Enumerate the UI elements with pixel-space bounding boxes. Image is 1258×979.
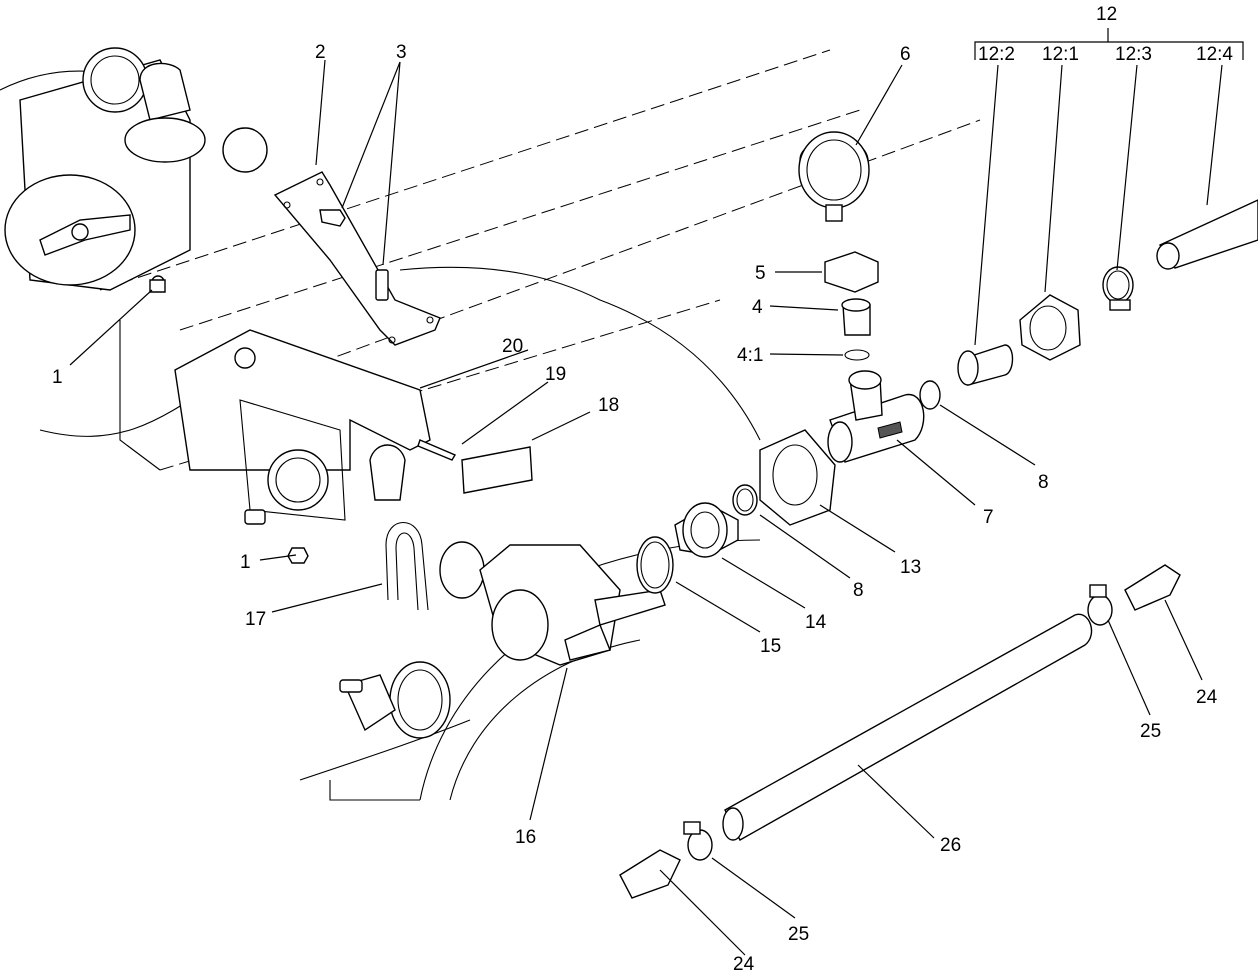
callout-12: 12 [1096, 4, 1117, 25]
callout-4: 4 [752, 297, 763, 318]
callout-2: 2 [315, 42, 326, 63]
callout-labels: 1 1 2 3 4 4:1 5 6 7 8 8 12 12:2 12:1 12:… [52, 4, 1233, 975]
callout-25a: 25 [1140, 721, 1161, 742]
callout-1b: 1 [240, 552, 251, 573]
pump-assembly [4, 47, 268, 471]
callout-8a: 8 [1038, 472, 1049, 493]
callout-19: 19 [545, 364, 566, 385]
fitting-stack [636, 429, 836, 594]
callout-12-4: 12:4 [1196, 44, 1233, 65]
callout-6: 6 [900, 44, 911, 65]
hose-connector-kit [957, 199, 1258, 386]
callout-7: 7 [983, 507, 994, 528]
callout-8b: 8 [853, 580, 864, 601]
callout-1a: 1 [52, 367, 63, 388]
suction-hose [619, 564, 1181, 899]
callout-24a: 24 [1196, 687, 1218, 708]
mounting-bracket [273, 171, 441, 346]
leader-lines [69, 28, 1244, 956]
callout-12-1: 12:1 [1042, 44, 1079, 65]
callout-12-2: 12:2 [978, 44, 1015, 65]
callout-26: 26 [940, 835, 961, 856]
valve-bracket [149, 279, 457, 564]
decal [461, 446, 533, 494]
callout-18: 18 [598, 395, 619, 416]
callout-3: 3 [396, 42, 407, 63]
tee-fitting [798, 131, 941, 463]
callout-12-3: 12:3 [1115, 44, 1152, 65]
callout-14: 14 [805, 612, 827, 633]
callout-5: 5 [755, 263, 766, 284]
callout-24b: 24 [733, 954, 755, 975]
callout-25b: 25 [788, 924, 809, 945]
callout-13: 13 [900, 557, 921, 578]
control-valve [339, 541, 666, 739]
callout-15: 15 [760, 636, 781, 657]
callout-20: 20 [502, 336, 523, 357]
callout-17: 17 [245, 609, 266, 630]
callout-4-1: 4:1 [737, 345, 763, 366]
retaining-clip [385, 521, 429, 611]
callout-16: 16 [515, 827, 536, 848]
